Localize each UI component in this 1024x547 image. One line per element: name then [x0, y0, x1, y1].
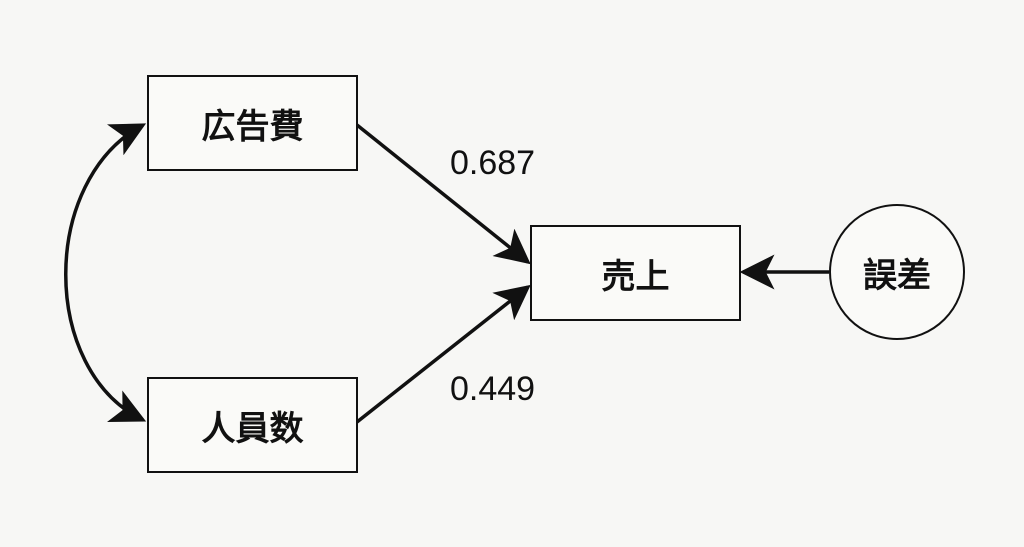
- arrow-staff-count-to-sales: [355, 284, 531, 424]
- arrow-ad-cost-to-sales: [355, 123, 531, 265]
- covariance-double-arrow: [64, 123, 147, 422]
- node-ad-cost-label: 広告費: [201, 106, 304, 147]
- node-sales: 売上: [530, 225, 741, 321]
- node-staff-count: 人員数: [147, 377, 358, 473]
- node-ad-cost: 広告費: [147, 75, 358, 171]
- node-sales-label: 売上: [601, 256, 670, 297]
- node-staff-count-label: 人員数: [201, 408, 304, 449]
- node-error-label: 誤差: [863, 255, 931, 296]
- coef-staff-count-to-sales: 0.449: [450, 370, 536, 408]
- node-error: 誤差: [829, 204, 965, 340]
- coef-ad-cost-to-sales: 0.687: [450, 144, 536, 182]
